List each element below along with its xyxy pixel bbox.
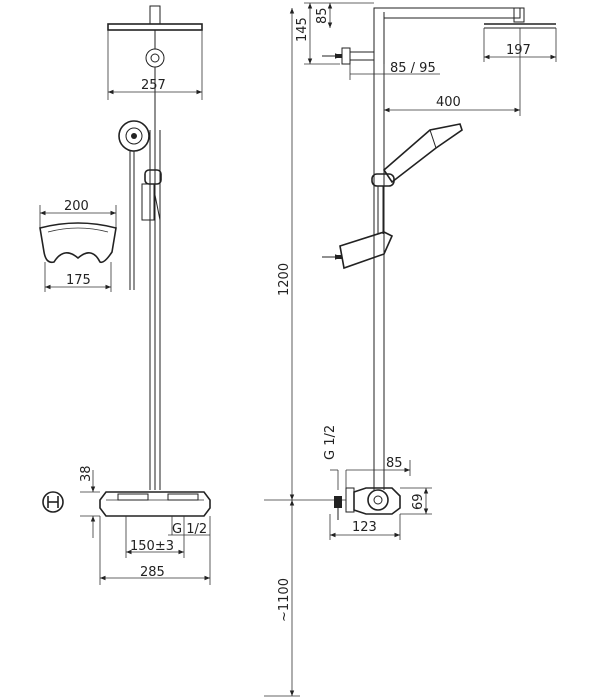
thermostat-side [264, 487, 401, 520]
dim-85-top: 85 [315, 7, 330, 24]
shelf-detail [39, 205, 117, 292]
dim-145: 145 [295, 17, 310, 42]
dim-197: 197 [506, 43, 531, 58]
overhead-shower-front [107, 5, 203, 490]
dim-400: 400 [436, 95, 461, 110]
wall-mount-symbol-icon [42, 491, 64, 513]
dim-85-bottom: 85 [386, 456, 403, 471]
shelf-side [322, 231, 394, 270]
thermostat-front [99, 491, 211, 517]
front-view: 257 200 175 [39, 5, 211, 585]
wall-bracket-top [322, 47, 375, 65]
hand-shower-side [371, 123, 463, 234]
dim-1200: 1200 [277, 263, 292, 296]
dim-200: 200 [64, 199, 89, 214]
dim-285: 285 [140, 565, 165, 580]
dim-69: 69 [411, 493, 426, 510]
side-view: 145 85 197 85 / 95 400 [264, 2, 557, 697]
hand-shower-front [118, 120, 162, 290]
dim-123: 123 [352, 520, 377, 535]
dim-257: 257 [141, 78, 166, 93]
g-half-side-label: G 1/2 [323, 425, 338, 460]
g-half-front-label: G 1/2 [172, 522, 207, 537]
dim-85-95: 85 / 95 [390, 61, 436, 76]
dim-150: 150±3 [130, 539, 174, 554]
dim-1100: ~1100 [277, 578, 292, 622]
dim-38: 38 [79, 465, 94, 482]
dim-175: 175 [66, 273, 91, 288]
